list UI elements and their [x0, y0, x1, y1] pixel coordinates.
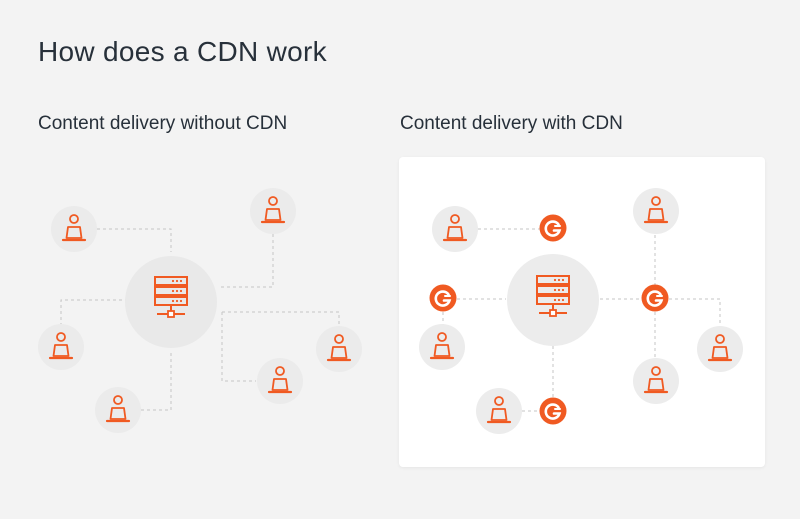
without-cdn-diagram	[38, 188, 362, 433]
with-cdn-diagram	[419, 188, 743, 434]
user-node	[38, 324, 84, 370]
cdn-edge-icon	[428, 283, 458, 313]
user-node	[697, 326, 743, 372]
user-node	[432, 206, 478, 252]
user-node	[419, 324, 465, 370]
user-node	[95, 387, 141, 433]
user-node	[316, 326, 362, 372]
user-node	[250, 188, 296, 234]
user-node	[633, 188, 679, 234]
cdn-edge-icon	[640, 283, 670, 313]
user-node	[633, 358, 679, 404]
with-cdn-heading: Content delivery with CDN	[400, 113, 623, 134]
with-cdn-connectors	[442, 228, 721, 412]
cdn-edge-icon	[538, 396, 568, 426]
without-cdn-connectors	[60, 228, 340, 411]
user-node	[51, 206, 97, 252]
without-cdn-heading: Content delivery without CDN	[38, 113, 288, 134]
origin-server-node	[125, 256, 217, 348]
user-node	[257, 358, 303, 404]
user-node	[476, 388, 522, 434]
cdn-edge-icon	[538, 213, 568, 243]
origin-server-node	[507, 254, 599, 346]
page-title: How does a CDN work	[38, 36, 327, 67]
